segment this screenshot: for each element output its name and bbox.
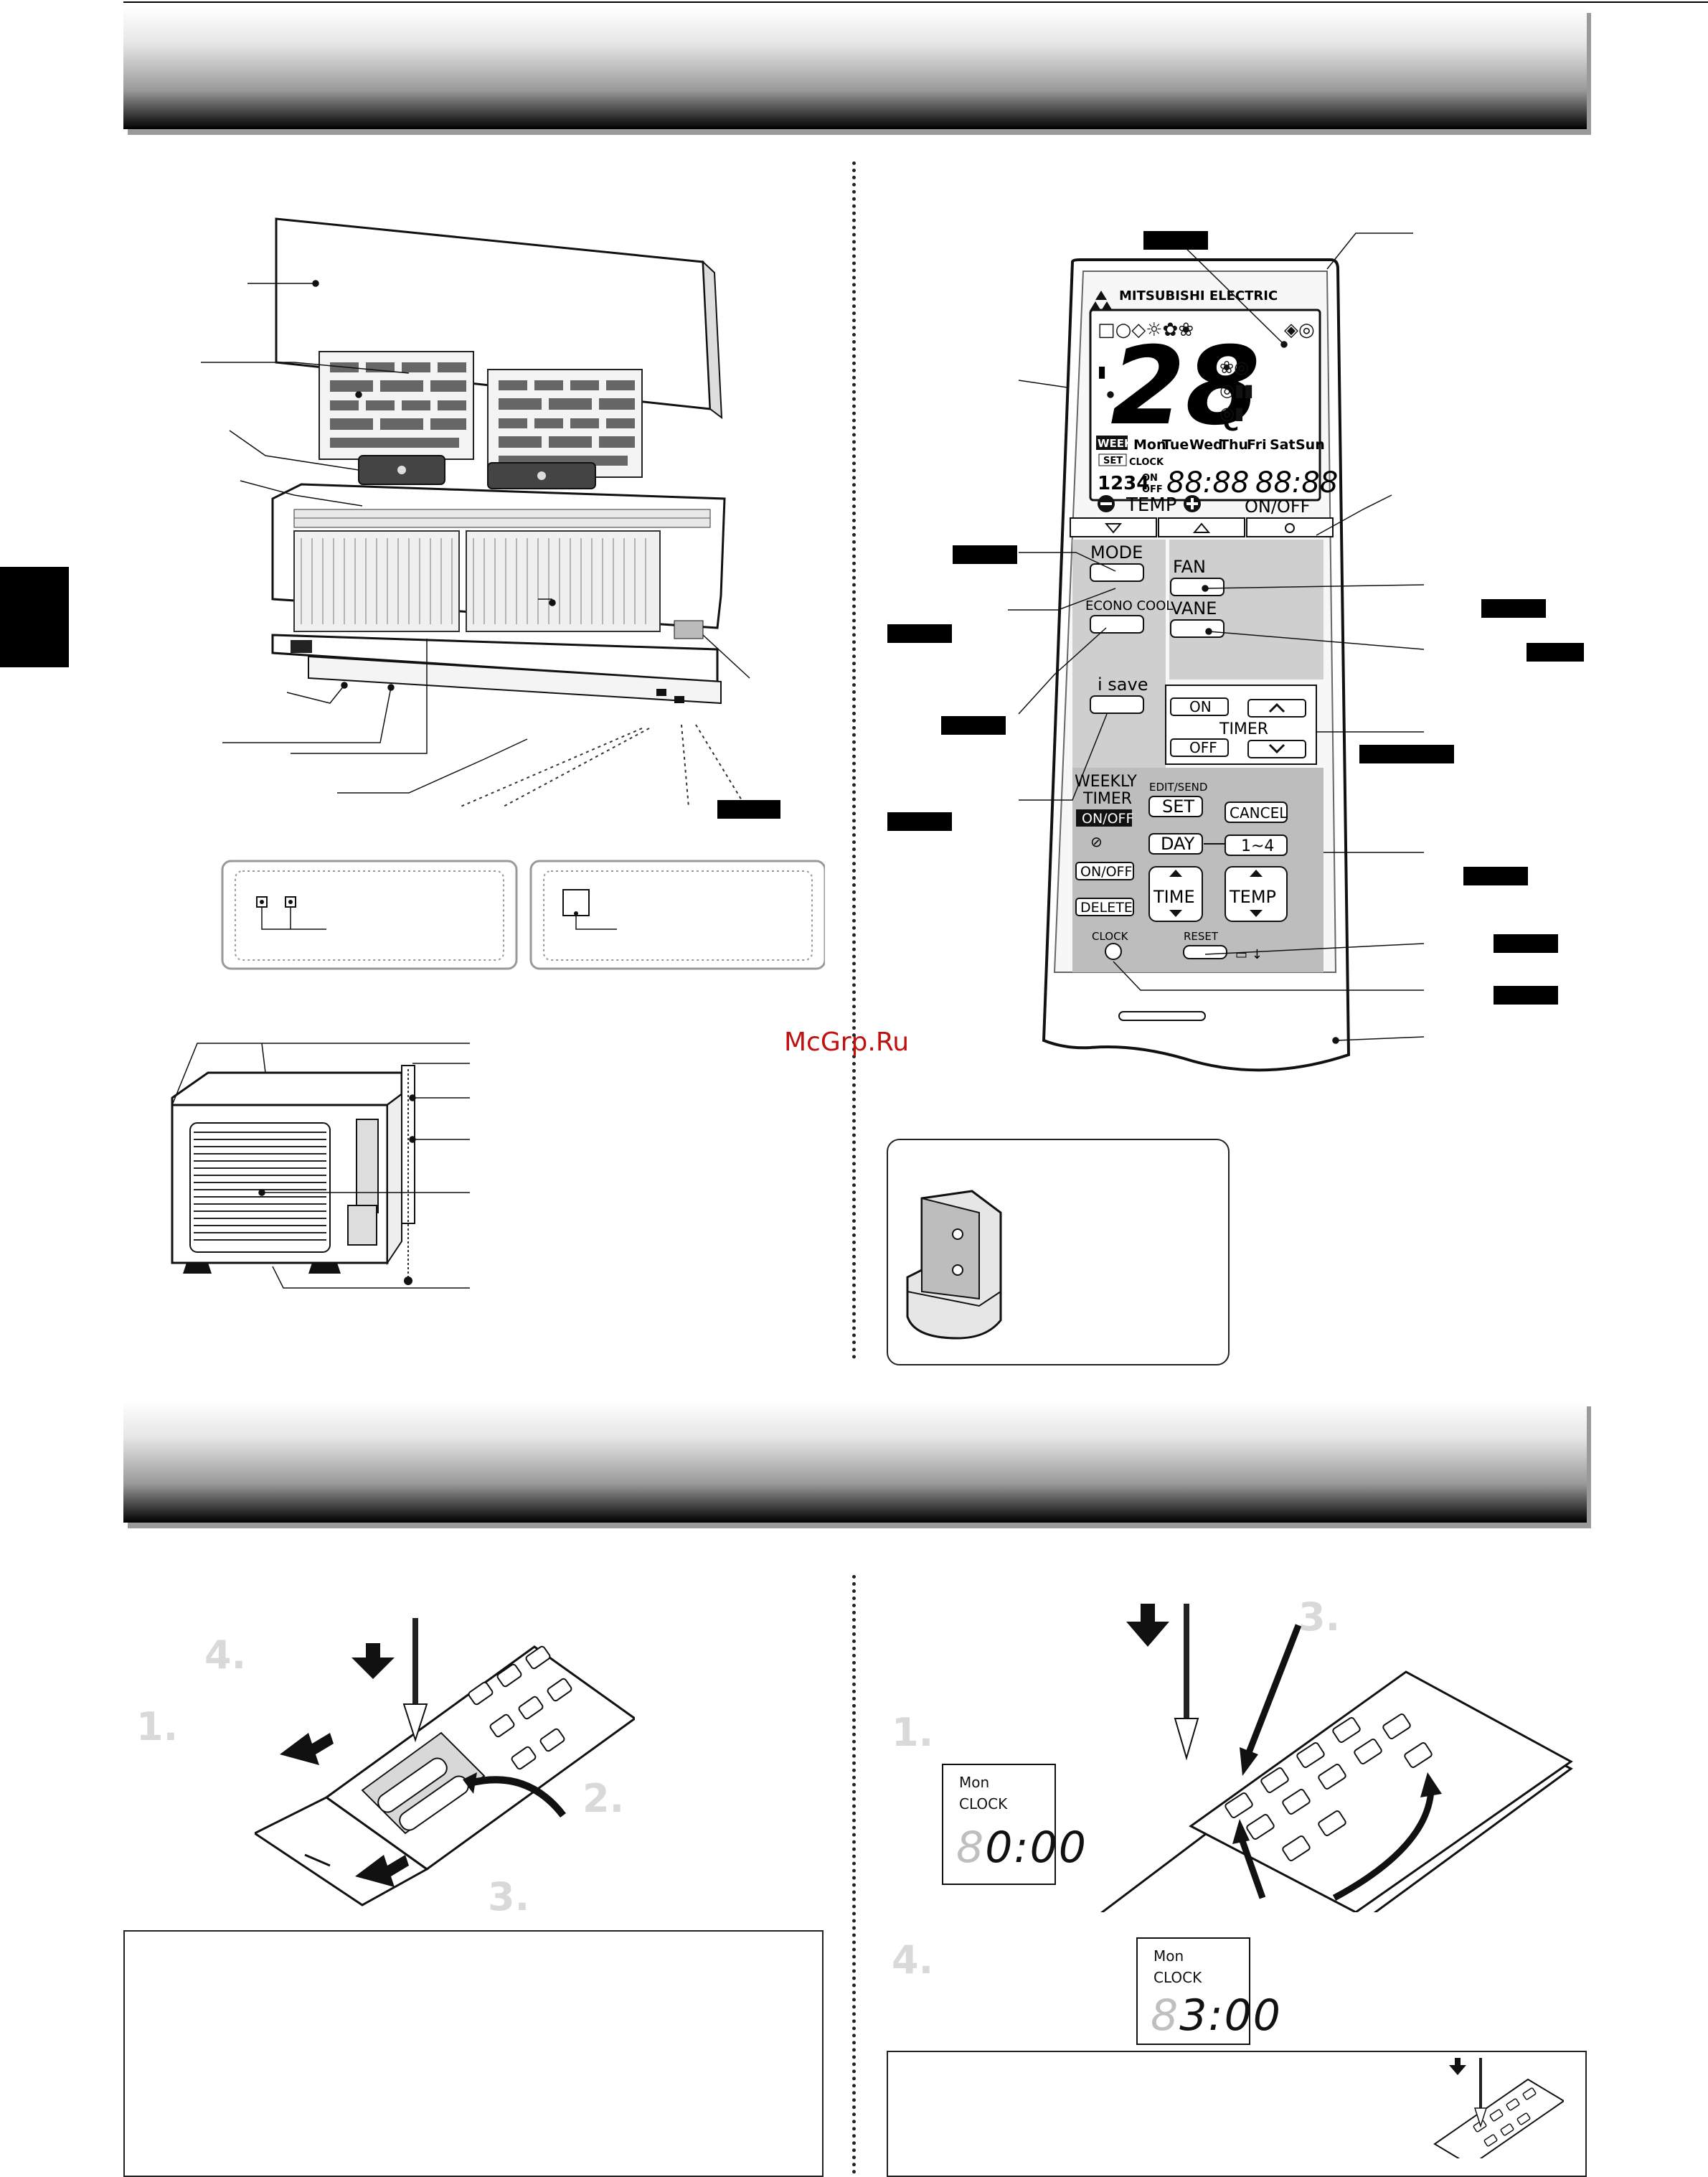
battery-step-4: 4.	[204, 1632, 247, 1678]
clock-step-4: 4.	[892, 1937, 934, 1983]
svg-text:▮: ▮	[1098, 363, 1106, 381]
battery-install-illustration	[255, 1618, 635, 1906]
clock-step-3: 3.	[1298, 1594, 1341, 1640]
svg-text:◎▮: ◎▮	[1219, 403, 1244, 423]
clock-step-1: 1.	[892, 1710, 934, 1755]
lcd-day-sat: Sat	[1270, 437, 1296, 453]
range-label: 1~4	[1241, 837, 1274, 855]
timer-off: OFF	[1189, 739, 1217, 756]
time-label: TIME	[1153, 887, 1195, 907]
clock-display-setting: Mon CLOCK 80:00	[942, 1764, 1086, 1885]
lcd-day-mon: Mon	[1133, 437, 1166, 453]
timer-on: ON	[1189, 698, 1212, 715]
temp-label: TEMP	[1126, 494, 1176, 516]
lcd-weekly: WEEKLY	[1098, 437, 1146, 450]
section-header-band-top	[123, 7, 1587, 129]
lcd-screen	[1089, 309, 1321, 502]
label-block	[941, 716, 1006, 735]
label-block	[1143, 231, 1208, 250]
indoor-unit-illustration	[201, 217, 825, 970]
label-block	[1481, 599, 1546, 618]
day-label: DAY	[1161, 834, 1195, 854]
lcd-time-2: 88:88	[1255, 466, 1338, 499]
clock-display-day: Mon	[959, 1774, 990, 1791]
section-header-band-bottom	[123, 1401, 1587, 1523]
label-block	[887, 812, 952, 831]
lcd-day-fri: Fri	[1247, 437, 1267, 453]
chapter-tab	[0, 567, 69, 667]
column-divider-bottom	[852, 1575, 856, 2174]
svg-text:□○◇☼✿❀: □○◇☼✿❀	[1098, 319, 1194, 341]
svg-text:◎▮▮: ◎▮▮	[1219, 380, 1253, 400]
lcd-day-wed: Wed	[1189, 437, 1223, 453]
mode-label: MODE	[1090, 542, 1143, 563]
battery-step-1: 1.	[136, 1704, 179, 1749]
lcd-nums: 1234	[1098, 473, 1149, 494]
wk-onoff: ON/OFF	[1080, 864, 1132, 880]
set-label: SET	[1162, 796, 1194, 817]
lcd-day-tue: Tue	[1162, 437, 1189, 453]
lcd-day-sun: Sun	[1296, 437, 1325, 453]
remote-holder-illustration	[906, 1190, 1002, 1340]
clock-display-day: Mon	[1153, 1947, 1184, 1965]
svg-text:▭ ↓: ▭ ↓	[1235, 947, 1263, 962]
weekly-onoff: ON/OFF	[1082, 811, 1133, 827]
reset-hint-illustration	[1433, 2058, 1564, 2158]
vane-label: VANE	[1171, 598, 1217, 619]
lcd-unit: °C	[1212, 411, 1239, 436]
cancel-label: CANCEL	[1230, 804, 1288, 822]
edit-send-label: EDIT/SEND	[1149, 781, 1207, 794]
clock-display-set: Mon CLOCK 83:00	[1136, 1937, 1280, 2045]
svg-text:⊘: ⊘	[1090, 833, 1103, 850]
lcd-clock: CLOCK	[1129, 457, 1164, 468]
top-rule	[123, 1, 1708, 3]
battery-step-2: 2.	[582, 1776, 625, 1821]
clock-display-time: 83:00	[1151, 1990, 1282, 2041]
lcd-temp: 28	[1110, 324, 1260, 449]
label-block	[887, 624, 952, 643]
label-block	[1527, 643, 1584, 662]
outdoor-unit-illustration	[171, 1043, 470, 1289]
battery-note-box	[123, 1930, 824, 2177]
lcd-time-1: 88:88	[1166, 466, 1249, 499]
weekly-label: WEEKLY	[1075, 773, 1137, 791]
clock-display-label: CLOCK	[959, 1795, 1008, 1812]
svg-text:❀◎: ❀◎	[1219, 357, 1249, 377]
label-block	[1494, 986, 1558, 1005]
clock-label: CLOCK	[1092, 930, 1129, 943]
remote-controller-illustration: MITSUBISHI ELECTRIC □○◇☼✿❀ ◈◎ ▮ 28 °C ❀◎…	[1008, 232, 1425, 1072]
battery-step-3: 3.	[488, 1874, 530, 1919]
fan-label: FAN	[1173, 557, 1206, 577]
label-block	[1494, 934, 1558, 953]
clock-setting-illustration	[1100, 1604, 1573, 1912]
timer-label: TIMER	[1219, 720, 1268, 738]
watermark-text: McGrp.Ru	[784, 1028, 910, 1057]
delete-label: DELETE	[1080, 900, 1133, 916]
temp2-label: TEMP	[1229, 887, 1276, 907]
lcd-off: OFF	[1142, 484, 1163, 495]
label-block	[1359, 745, 1454, 763]
isave-label: i save	[1098, 674, 1148, 695]
econo-label: ECONO COOL	[1085, 598, 1173, 613]
lcd-day-thu: Thu	[1219, 437, 1248, 453]
svg-text:◈◎: ◈◎	[1284, 319, 1315, 341]
column-divider-top	[852, 161, 856, 1360]
label-block	[1463, 867, 1528, 885]
clock-display-label: CLOCK	[1153, 1969, 1202, 1986]
reset-label: RESET	[1184, 930, 1219, 943]
weekly-timer-label: TIMER	[1082, 790, 1132, 808]
onoff-label: ON/OFF	[1245, 497, 1310, 517]
label-block	[953, 545, 1017, 564]
lcd-set: SET	[1103, 456, 1123, 466]
lcd-on: ON	[1142, 473, 1158, 484]
brand-text: MITSUBISHI ELECTRIC	[1119, 288, 1278, 304]
clock-display-time: 80:00	[956, 1823, 1087, 1873]
